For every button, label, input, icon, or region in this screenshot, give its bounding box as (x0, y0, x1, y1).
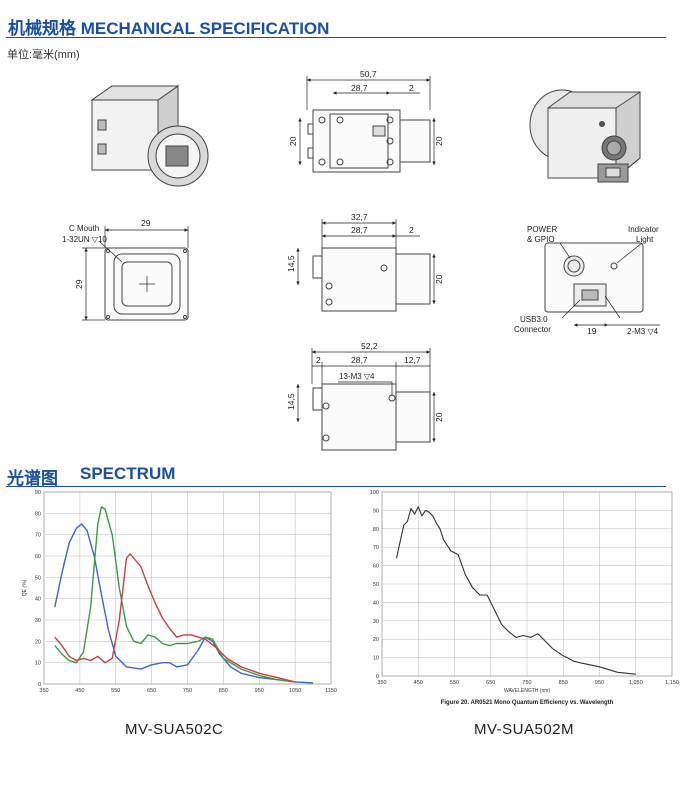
top-right-height: 20 (434, 136, 444, 146)
y-tick-label: 100 (370, 490, 379, 496)
camera-iso-front (90, 85, 209, 187)
bottom-left-height: 14,5 (286, 393, 296, 410)
y-tick-label: 80 (35, 511, 41, 517)
mono-qe-chart: 0 10 20 30 40 50 60 70 80 90 100 350 450 550 650 750 850… (370, 490, 679, 706)
x-axis-label: WAVELENGTH (nm) (504, 688, 550, 694)
front-height-dim: 29 (74, 279, 84, 289)
bottom-view-drawing (312, 383, 431, 451)
camera-iso-rear (529, 89, 641, 183)
y-tick-label: 50 (35, 575, 41, 581)
indicator-label-line1: Indicator (628, 225, 659, 234)
x-tick-label: 1,050 (629, 680, 643, 686)
rear-view-drawing (544, 242, 644, 313)
mount-label-line1: C Mouth (69, 224, 99, 233)
side-left-height: 14,5 (286, 255, 296, 272)
x-tick-label: 450 (75, 688, 84, 694)
y-tick-label: 70 (35, 533, 41, 539)
x-tick-label: 950 (595, 680, 604, 686)
color-model-label: MV-SUA502C (125, 721, 224, 738)
x-tick-label: 350 (377, 680, 386, 686)
x-tick-label: 550 (450, 680, 459, 686)
front-width-dim: 29 (141, 218, 151, 228)
x-tick-label: 650 (147, 688, 156, 694)
series-line (54, 523, 314, 684)
mechanical-title: 机械规格 MECHANICAL SPECIFICATION (8, 19, 330, 38)
color-qe-chart: 0 10 20 30 40 50 60 70 80 90 350 450 550 650 750 850 950… (22, 490, 337, 694)
bottom-left-dim: 2 (316, 355, 321, 365)
y-tick-label: 10 (373, 656, 379, 662)
bottom-screws-label: 13-M3 ▽4 (339, 372, 375, 381)
y-tick-label: 50 (373, 582, 379, 588)
y-tick-label: 60 (35, 554, 41, 560)
side-overall-dim: 32,7 (351, 212, 368, 222)
top-body-dim: 28,7 (351, 83, 368, 93)
chart-caption: Figure 20. AR0521 Mono Quantum Efficienc… (441, 700, 614, 706)
bottom-right-height: 20 (434, 412, 444, 422)
rear-spacing-dim: 19 (587, 326, 597, 336)
x-tick-label: 750 (522, 680, 531, 686)
indicator-label-line2: Light (636, 235, 654, 244)
y-tick-label: 30 (35, 618, 41, 624)
y-tick-label: 90 (373, 508, 379, 514)
spectrum-divider (6, 486, 666, 487)
side-view-drawing (312, 247, 431, 312)
bottom-overall-dim: 52,2 (361, 341, 378, 351)
y-axis-label: QE (%) (22, 579, 28, 596)
x-tick-label: 750 (183, 688, 192, 694)
y-tick-label: 20 (373, 637, 379, 643)
x-tick-label: 1050 (289, 688, 301, 694)
x-tick-label: 1,150 (665, 680, 679, 686)
bottom-right-dim: 12,7 (404, 355, 421, 365)
y-tick-label: 30 (373, 619, 379, 625)
rear-screws-label: 2-M3 ▽4 (627, 327, 659, 336)
y-tick-label: 40 (373, 600, 379, 606)
y-tick-label: 0 (376, 674, 379, 680)
y-tick-label: 10 (35, 661, 41, 667)
x-tick-label: 850 (219, 688, 228, 694)
side-right-height: 20 (434, 274, 444, 284)
side-flange-dim: 2 (409, 225, 414, 235)
x-tick-label: 550 (111, 688, 120, 694)
y-tick-label: 70 (373, 545, 379, 551)
top-flange-dim: 2 (409, 83, 414, 93)
x-tick-label: 1150 (325, 688, 337, 694)
mechanical-divider (6, 37, 666, 38)
bottom-body-dim: 28,7 (351, 355, 368, 365)
mechanical-drawings: 50,7 28,7 2 20 20 29 29 C Mouth 1-32UN ▽… (62, 69, 660, 451)
spectrum-title-en: SPECTRUM (80, 464, 176, 483)
power-label-line1: POWER (527, 225, 557, 234)
y-tick-label: 20 (35, 639, 41, 645)
top-overall-dim: 50,7 (360, 69, 377, 79)
y-tick-label: 40 (35, 597, 41, 603)
y-tick-label: 60 (373, 564, 379, 570)
x-tick-label: 950 (255, 688, 264, 694)
usb-label-line2: Connector (514, 325, 551, 334)
unit-note: 单位:毫米(mm) (7, 49, 80, 61)
series-line (395, 506, 636, 675)
mono-model-label: MV-SUA502M (474, 721, 575, 738)
x-tick-label: 350 (39, 688, 48, 694)
series-line (54, 553, 296, 683)
side-body-dim: 28,7 (351, 225, 368, 235)
spectrum-title-cn: 光谱图 (7, 469, 58, 488)
mount-label-line2: 1-32UN ▽10 (62, 235, 107, 244)
power-label-line2: & GPIO (527, 235, 555, 244)
usb-label-line1: USB3.0 (520, 315, 548, 324)
x-tick-label: 850 (559, 680, 568, 686)
x-tick-label: 450 (414, 680, 423, 686)
x-tick-label: 650 (486, 680, 495, 686)
y-tick-label: 0 (38, 682, 41, 688)
top-view-drawing (307, 109, 431, 173)
top-left-height: 20 (288, 136, 298, 146)
y-tick-label: 90 (35, 490, 41, 496)
y-tick-label: 80 (373, 527, 379, 533)
